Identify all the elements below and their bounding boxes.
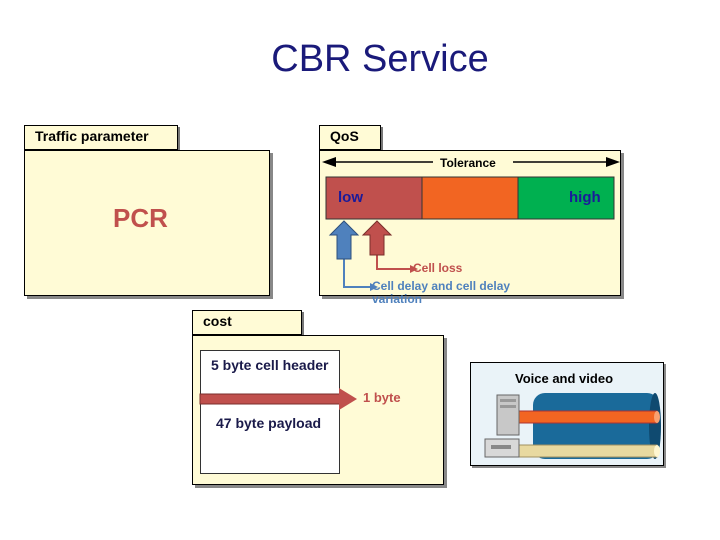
voice-pipe bbox=[506, 444, 658, 458]
atm-cell-box: 5 byte cell header 47 byte payload bbox=[200, 350, 340, 474]
voice-video-graphics bbox=[484, 393, 661, 459]
pcr-label: PCR bbox=[113, 203, 168, 233]
cdv-connector bbox=[343, 257, 370, 288]
traffic-parameter-panel: PCR bbox=[24, 150, 270, 296]
cost-panel: 5 byte cell header 47 byte payload 1 byt… bbox=[192, 335, 444, 485]
cost-label: cost bbox=[203, 313, 232, 329]
cell-header-label: 5 byte cell header bbox=[211, 357, 329, 373]
tolerance-label: Tolerance bbox=[440, 156, 496, 170]
video-pipe bbox=[506, 410, 658, 424]
cell-loss-connector bbox=[376, 255, 410, 270]
low-label: low bbox=[338, 189, 363, 206]
traffic-parameter-tab: Traffic parameter bbox=[24, 125, 178, 150]
qos-label: QoS bbox=[330, 128, 359, 144]
byte-strip bbox=[199, 393, 341, 405]
tolerance-bar-low bbox=[325, 176, 423, 220]
cost-tab: cost bbox=[192, 310, 302, 335]
voice-video-panel: Voice and video bbox=[470, 362, 664, 466]
voice-video-label: Voice and video bbox=[515, 371, 614, 386]
tolerance-bar-mid bbox=[421, 176, 519, 220]
traffic-parameter-label: Traffic parameter bbox=[35, 128, 149, 144]
one-byte-label: 1 byte bbox=[363, 390, 401, 405]
cost-graphics bbox=[199, 388, 357, 410]
qos-panel: Tolerance low high Cell loss Cell delay … bbox=[319, 150, 621, 306]
one-byte-arrow-icon bbox=[339, 388, 357, 410]
high-label: high bbox=[569, 189, 601, 206]
cdv-label: Cell delay and cell delay variation bbox=[372, 279, 511, 306]
network-tube bbox=[533, 393, 659, 459]
cell-loss-up-arrow-icon bbox=[361, 220, 393, 256]
payload-label: 47 byte payload bbox=[216, 415, 322, 431]
tolerance-arrow bbox=[322, 154, 620, 170]
cdv-up-arrow-icon bbox=[328, 220, 360, 260]
page-title: CBR Service bbox=[271, 38, 489, 80]
tolerance-bar-high bbox=[517, 176, 615, 220]
cell-loss-label: Cell loss bbox=[413, 261, 463, 275]
qos-graphics bbox=[322, 154, 620, 291]
qos-tab: QoS bbox=[319, 125, 381, 150]
